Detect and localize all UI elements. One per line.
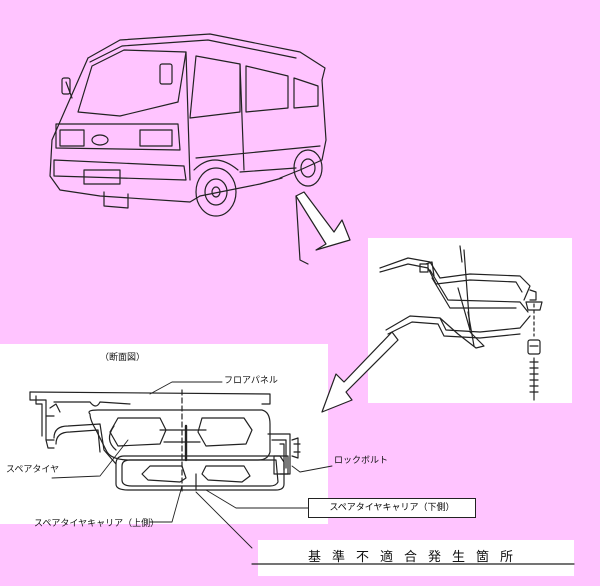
cross-section-drawing	[29, 389, 301, 495]
leader-floor-panel	[149, 381, 223, 395]
carrier-lower-label: スペアタイヤキャリア（下側）	[308, 498, 476, 518]
section-label: （断面図）	[100, 353, 146, 363]
carrier-upper-label: スペアタイヤキャリア（上側）	[34, 519, 160, 529]
lock-bolt-label: ロックボルト	[334, 456, 389, 466]
pointer-arrow-1	[295, 191, 351, 251]
leader-carrier-lower	[205, 489, 311, 509]
leader-carrier-upper	[149, 485, 183, 523]
nonconformity-title: 基準不適合発生箇所	[307, 550, 524, 565]
floor-panel-label: フロアパネル	[224, 376, 278, 386]
spare-tire-label: スペアタイヤ	[6, 465, 60, 475]
leader-lock-bolt	[291, 465, 333, 473]
leader-nonconformity	[195, 491, 253, 549]
title-panel	[258, 540, 574, 576]
carrier-detail-drawing	[379, 245, 543, 401]
van-illustration	[49, 33, 327, 217]
leader-spare-tire	[51, 439, 129, 479]
pointer-arrow-2	[321, 331, 399, 413]
